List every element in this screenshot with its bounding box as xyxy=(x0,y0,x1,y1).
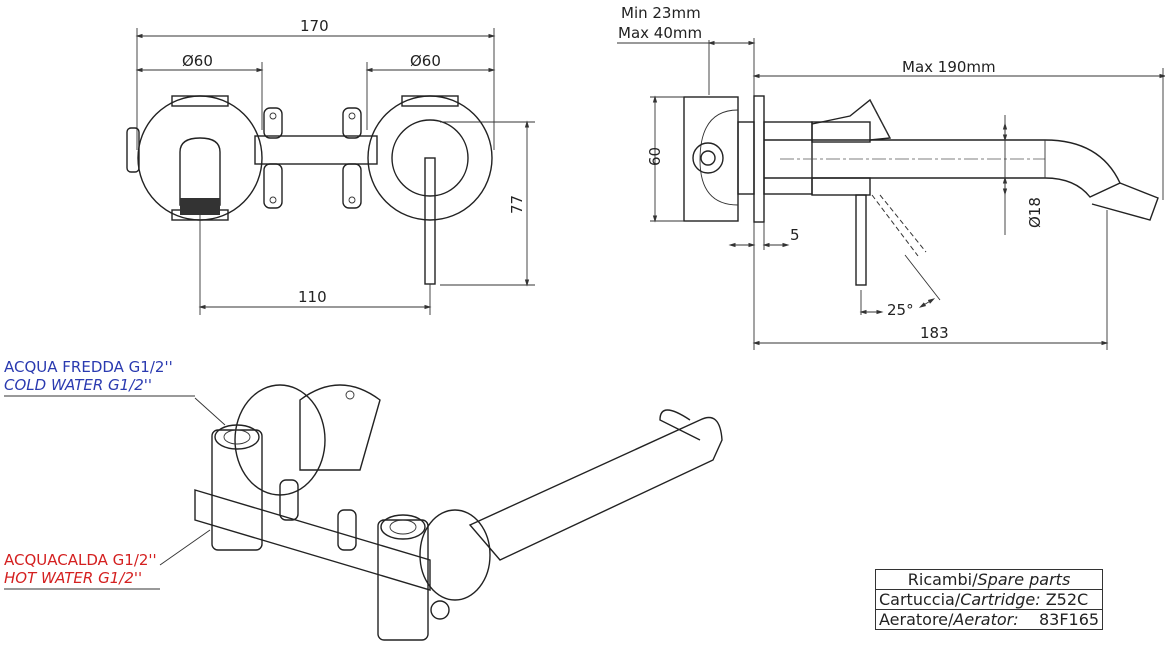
dimension-label: Max 190mm xyxy=(902,58,996,76)
spare-parts-title-en: Spare parts xyxy=(977,570,1071,589)
dimension-label: Ø60 xyxy=(410,52,441,70)
spare-parts-title: Ricambi/ xyxy=(907,570,978,589)
dimension-label: 25° xyxy=(887,301,914,319)
aerator-code: 83F165 xyxy=(1038,610,1100,629)
cartridge-code: Z52C xyxy=(1045,590,1089,609)
dimension-label: 110 xyxy=(298,288,327,306)
aerator-label-en: Aerator: xyxy=(953,610,1019,629)
dimension-label: 170 xyxy=(300,17,329,35)
dimension-label: 77 xyxy=(508,195,526,214)
dimension-label: Max 40mm xyxy=(618,24,702,42)
dimension-label: Min 23mm xyxy=(621,4,701,22)
cold-water-label-en: COLD WATER G1/2'' xyxy=(4,376,152,394)
hot-water-label-it: ACQUACALDA G1/2'' xyxy=(4,551,157,569)
table-row: Ricambi/Spare parts xyxy=(874,569,1104,590)
aerator-label: Aeratore/ xyxy=(879,610,954,629)
side-view: Min 23mm Max 40mm Max 190mm 60 xyxy=(617,4,1165,350)
hot-water-label-en: HOT WATER G1/2'' xyxy=(4,569,142,587)
spare-parts-table: Ricambi/Spare parts Cartuccia/Cartridge:… xyxy=(874,569,1104,630)
dimension-label: Ø18 xyxy=(1026,197,1044,228)
cartridge-label: Cartuccia/ xyxy=(879,590,961,609)
cartridge-label-en: Cartridge: xyxy=(960,590,1041,609)
table-row: Aeratore/Aerator: 83F165 xyxy=(874,609,1104,630)
dimension-label: 183 xyxy=(920,324,949,342)
front-view: 170 Ø60 Ø60 110 77 xyxy=(126,17,535,315)
table-row: Cartuccia/Cartridge: Z52C xyxy=(874,589,1104,610)
dimension-label: 5 xyxy=(790,226,800,244)
isometric-view xyxy=(159,384,723,641)
cold-water-label-it: ACQUA FREDDA G1/2'' xyxy=(4,358,173,376)
dimension-label: 60 xyxy=(646,147,664,166)
dimension-label: Ø60 xyxy=(182,52,213,70)
